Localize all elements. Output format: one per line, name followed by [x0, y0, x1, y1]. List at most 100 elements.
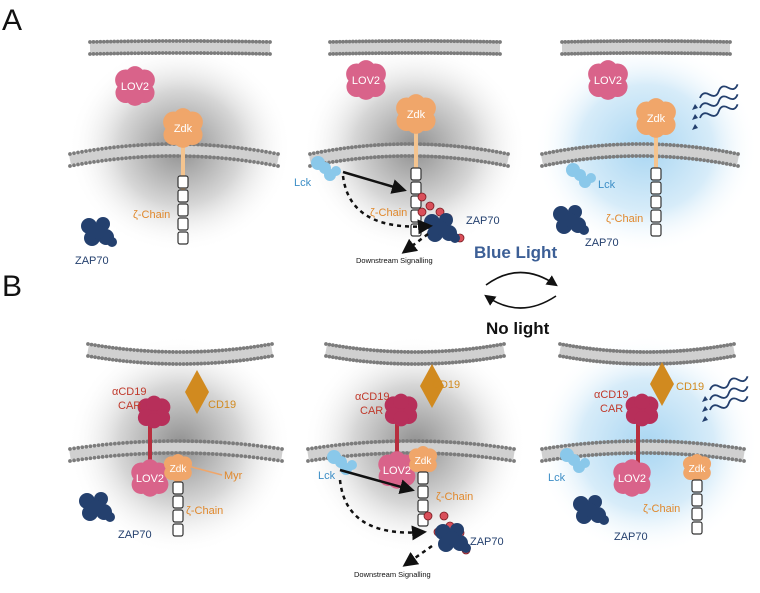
lipid-head	[687, 156, 691, 161]
membrane-band	[69, 442, 283, 460]
lipid-head	[699, 441, 704, 446]
lipid-head	[337, 442, 342, 447]
lipid-head	[76, 445, 81, 450]
blob-lobe	[416, 460, 430, 475]
lipid-head	[129, 39, 134, 44]
lipid-head	[688, 348, 693, 352]
lipid-head	[581, 357, 586, 362]
lipid-head	[234, 359, 239, 363]
lipid-head	[231, 359, 235, 364]
lipid-head	[266, 354, 271, 359]
lipid-head	[714, 443, 719, 448]
itam-segment	[410, 181, 422, 195]
lipid-head	[373, 440, 378, 444]
itam-segment	[650, 209, 662, 223]
lipid-head	[721, 161, 725, 166]
lipid-head	[658, 349, 663, 354]
panel-a1-upper-membrane	[88, 39, 272, 56]
lipid-head	[153, 361, 158, 366]
lipid-head	[598, 39, 603, 44]
lipid-head	[656, 439, 661, 444]
lipid-head	[195, 349, 200, 354]
lipid-head	[464, 347, 469, 352]
lipid-head	[582, 39, 587, 44]
lipid-head	[730, 445, 735, 450]
lipid-head	[377, 39, 381, 44]
lipid-head	[334, 147, 339, 152]
lipid-head	[214, 440, 219, 445]
lipid-head	[613, 451, 618, 456]
lipid-head	[595, 51, 600, 56]
lipid-head	[146, 39, 151, 44]
lipid-head	[668, 155, 673, 159]
lipid-head	[88, 444, 93, 449]
lipid-head	[98, 39, 103, 44]
lipid-head	[345, 442, 350, 446]
lipid-head	[389, 361, 393, 366]
car-label-2: CAR	[600, 403, 623, 415]
lipid-head	[202, 39, 207, 43]
lipid-head	[133, 39, 137, 44]
lipid-head	[464, 157, 469, 162]
lipid-head	[146, 51, 151, 56]
lipid-head	[664, 451, 669, 456]
lipid-head	[88, 160, 92, 165]
lipid-head	[601, 360, 606, 364]
lipid-head	[423, 361, 428, 366]
lipid-head	[571, 344, 576, 349]
lipid-head	[116, 156, 120, 161]
lipid-head	[243, 39, 248, 44]
membrane-band	[541, 145, 739, 165]
lipid-head	[478, 357, 482, 362]
lipid-head	[661, 349, 666, 354]
lipid-head	[234, 347, 239, 351]
lipid-head	[68, 164, 72, 168]
lipid-head	[598, 440, 603, 445]
lipid-head	[84, 444, 89, 449]
lipid-head	[383, 39, 388, 44]
zap-lobe	[434, 221, 448, 235]
lipid-head	[263, 456, 268, 461]
lipid-head	[623, 154, 627, 159]
lipid-head	[681, 360, 686, 365]
panel-b2-phosphate	[423, 511, 433, 521]
lipid-head	[121, 347, 126, 351]
lipid-head	[202, 451, 207, 456]
lipid-head	[361, 440, 366, 445]
zeta-label: ζ-Chain	[643, 503, 680, 515]
lipid-head	[224, 156, 228, 161]
lipid-head	[325, 444, 330, 449]
lipid-head	[395, 154, 400, 159]
lipid-head	[668, 143, 673, 147]
lipid-head	[105, 51, 110, 56]
lipid-head	[594, 440, 599, 445]
lipid-head	[348, 357, 352, 362]
lipid-head	[80, 149, 84, 154]
lipid-head	[651, 362, 656, 366]
lipid-head	[378, 348, 383, 353]
lipid-head	[629, 439, 634, 444]
lipid-head	[125, 452, 129, 457]
lipid-head	[331, 52, 336, 56]
lipid-head	[103, 344, 108, 349]
lipid-head	[675, 155, 680, 160]
lipid-head	[149, 349, 154, 354]
lipid-head	[708, 51, 713, 56]
lipid-head	[502, 354, 506, 358]
lipid-head	[216, 51, 220, 56]
lipid-head	[263, 355, 267, 360]
lipid-head	[426, 39, 430, 43]
lipid-head	[582, 51, 587, 56]
lipid-head	[458, 39, 463, 44]
zap-lobe	[105, 512, 115, 522]
lipid-head	[417, 439, 421, 443]
lipid-head	[375, 360, 380, 365]
lipid-head	[105, 39, 110, 44]
lipid-head	[688, 360, 693, 364]
lipid-head	[581, 145, 586, 150]
lipid-head	[84, 456, 89, 461]
lipid-head	[705, 346, 710, 351]
lipid-head	[441, 155, 446, 160]
lipid-head	[445, 155, 449, 160]
